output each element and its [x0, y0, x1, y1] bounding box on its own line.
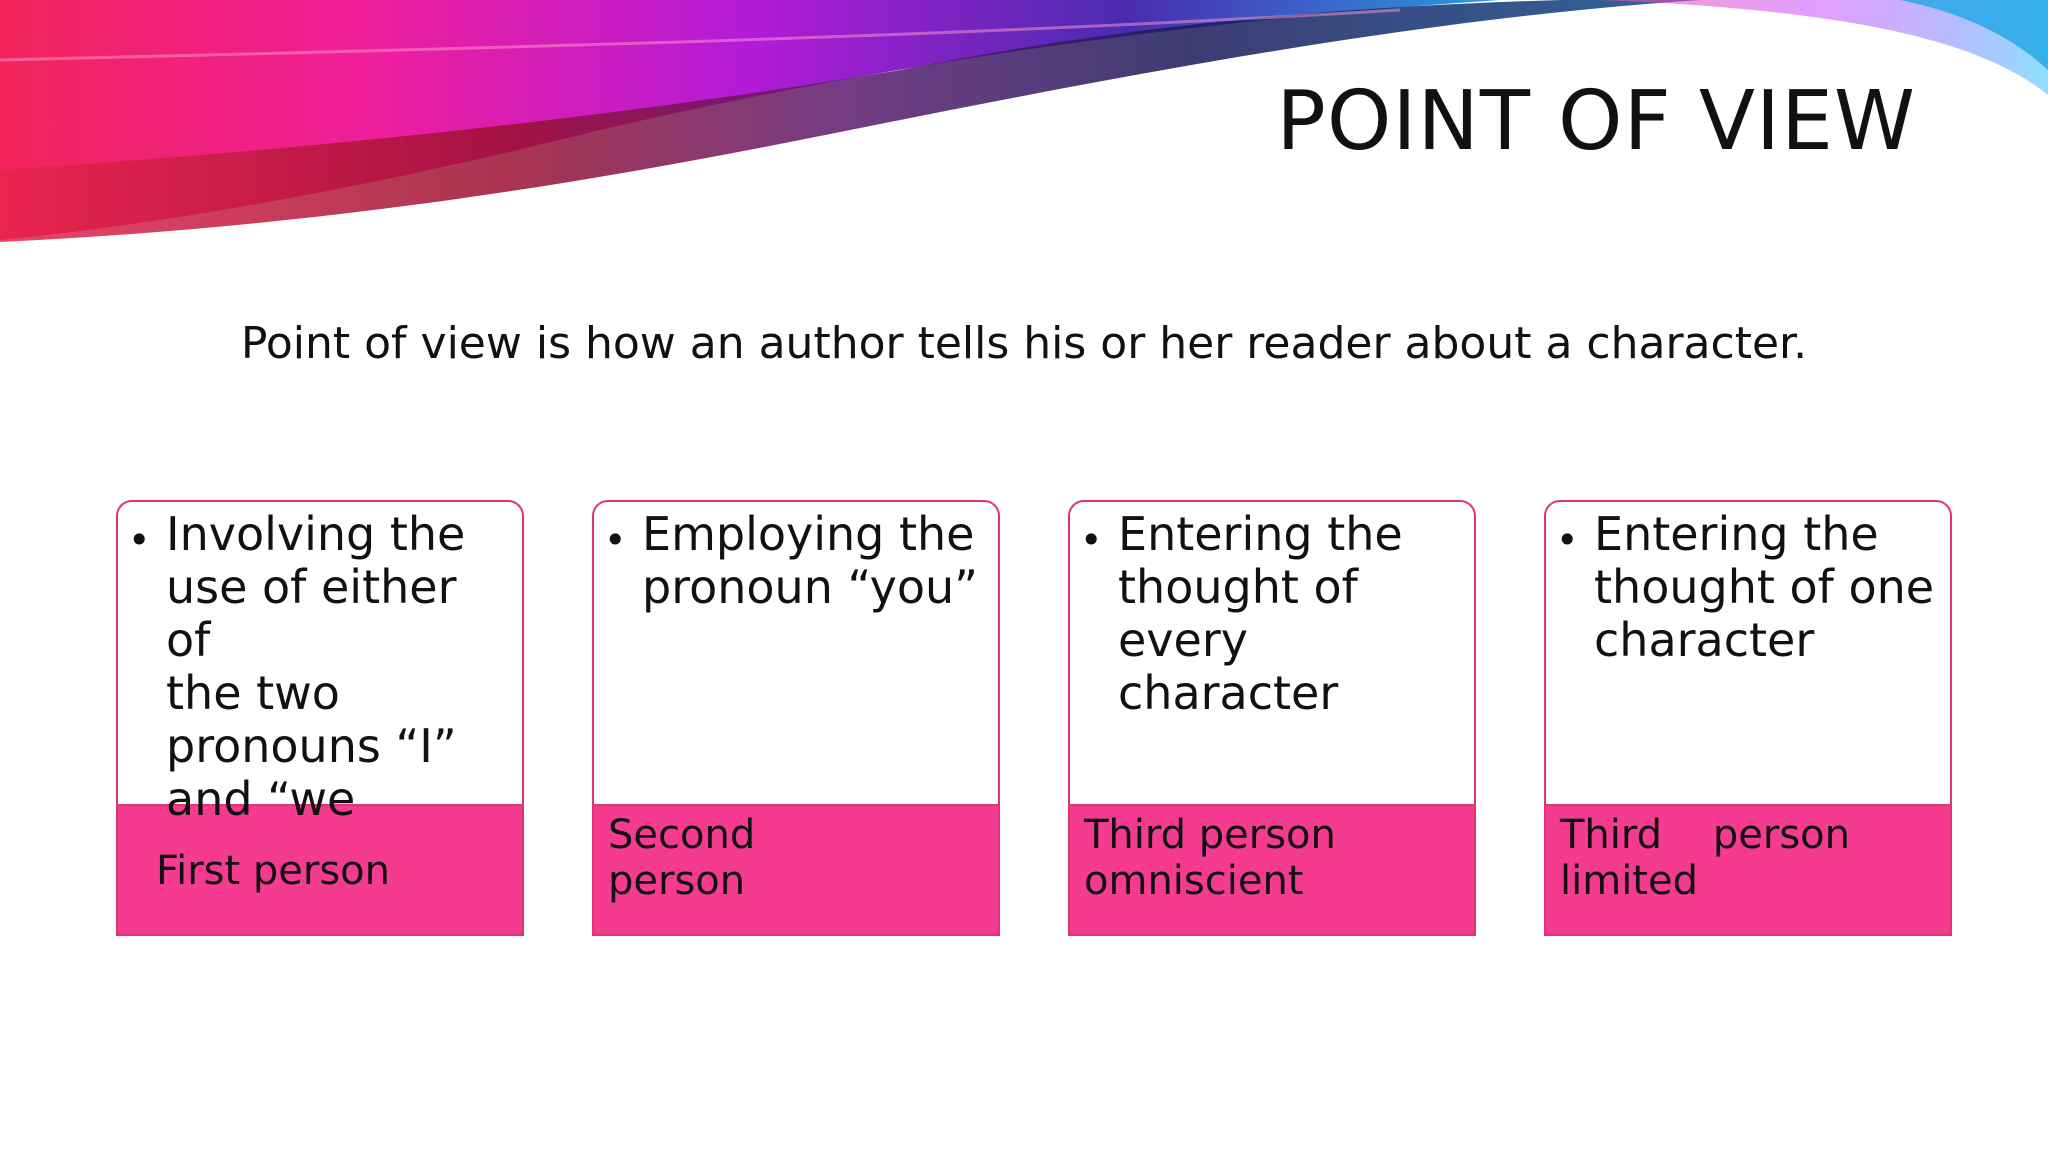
card-third-person-limited: • Entering the thought of one character … — [1544, 500, 1952, 936]
card-description-area: • Entering the thought of one character — [1546, 502, 1950, 806]
card-description: Entering the thought of one character — [1594, 507, 1935, 667]
card-description-area: • Involving the use of either of the two… — [118, 502, 522, 826]
card-description: Entering the thought of every character — [1118, 507, 1403, 720]
card-description-area: • Employing the pronoun “you” — [594, 502, 998, 806]
card-label: First person — [118, 806, 522, 934]
decorative-swoosh-graphic — [0, 0, 2048, 242]
card-first-person: • Involving the use of either of the two… — [116, 500, 524, 936]
card-description-area: • Entering the thought of every characte… — [1070, 502, 1474, 806]
card-label: Second person — [594, 806, 998, 934]
card-second-person: • Employing the pronoun “you” Second per… — [592, 500, 1000, 936]
slide-subtitle: Point of view is how an author tells his… — [240, 318, 1808, 369]
slide-title: POINT OF VIEW — [1276, 74, 1916, 169]
bullet-icon: • — [604, 518, 627, 562]
bullet-icon: • — [1556, 518, 1579, 562]
card-label: Third person limited — [1546, 806, 1950, 934]
card-label: Third person omniscient — [1070, 806, 1474, 934]
card-description: Involving the use of either of the two p… — [166, 507, 466, 826]
bullet-icon: • — [128, 518, 151, 562]
card-description: Employing the pronoun “you” — [642, 507, 979, 614]
card-third-person-omniscient: • Entering the thought of every characte… — [1068, 500, 1476, 936]
bullet-icon: • — [1080, 518, 1103, 562]
